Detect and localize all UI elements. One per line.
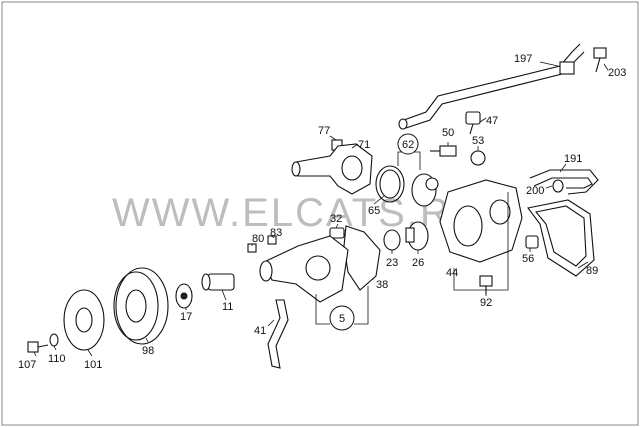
part-107-bolt [27, 341, 49, 353]
part-101-damper [63, 289, 105, 351]
callout-107: 107 [18, 359, 36, 371]
part-32-sensor [329, 227, 345, 239]
part-47-plug [465, 111, 481, 135]
part-38-gasket [343, 225, 381, 291]
part-89-gasket [527, 199, 595, 277]
part-98-pulley [113, 267, 169, 345]
callout-92: 92 [480, 297, 492, 309]
callout-71: 71 [358, 139, 370, 151]
callout-23: 23 [386, 257, 398, 269]
part-197-pipe [398, 43, 585, 130]
callout-89: 89 [586, 265, 598, 277]
part-62-thermostat [411, 173, 439, 207]
callout-11: 11 [222, 301, 233, 313]
callout-62: 62 [402, 139, 414, 151]
callout-labels: 197 203 47 77 71 50 53 62 191 200 65 32 … [18, 53, 626, 371]
callout-17: 17 [180, 311, 192, 323]
callout-56: 56 [522, 253, 534, 265]
callout-5: 5 [339, 313, 345, 325]
part-41-hose [267, 299, 289, 369]
callout-98: 98 [142, 345, 154, 357]
callout-26: 26 [412, 257, 424, 269]
part-56-plug [525, 235, 539, 249]
part-110-washer [49, 333, 59, 347]
part-71-housing-cover [291, 143, 373, 195]
callout-203: 203 [608, 67, 626, 79]
callout-circle-5 [329, 305, 355, 331]
part-191-hose [529, 169, 599, 195]
part-200-clamp [552, 179, 564, 193]
callout-77: 77 [318, 125, 330, 137]
callout-80: 80 [252, 233, 264, 245]
callout-53: 53 [472, 135, 484, 147]
callout-47: 47 [486, 115, 498, 127]
part-23-bushing [383, 229, 401, 251]
part-53-seal [470, 150, 486, 166]
part-50-sensor [430, 145, 457, 157]
leader-lines [33, 61, 609, 357]
part-11-bearing [201, 273, 235, 291]
callout-83: 83 [270, 227, 282, 239]
part-92-bolt [479, 275, 493, 294]
callout-32: 32 [330, 213, 342, 225]
callout-44: 44 [446, 267, 458, 279]
part-water-pump [259, 235, 349, 303]
callout-101: 101 [84, 359, 102, 371]
callout-197: 197 [514, 53, 532, 65]
part-65-o-ring [375, 165, 405, 203]
part-203-bolt [593, 47, 607, 73]
callout-191: 191 [564, 153, 582, 165]
callout-38: 38 [376, 279, 388, 291]
callout-200: 200 [526, 185, 544, 197]
callout-110: 110 [48, 353, 66, 365]
callout-circle-62 [397, 133, 419, 155]
callout-50: 50 [442, 127, 454, 139]
callout-65: 65 [368, 205, 380, 217]
callout-41: 41 [254, 325, 266, 337]
part-17-hub [175, 283, 193, 309]
part-44-housing [439, 179, 523, 263]
